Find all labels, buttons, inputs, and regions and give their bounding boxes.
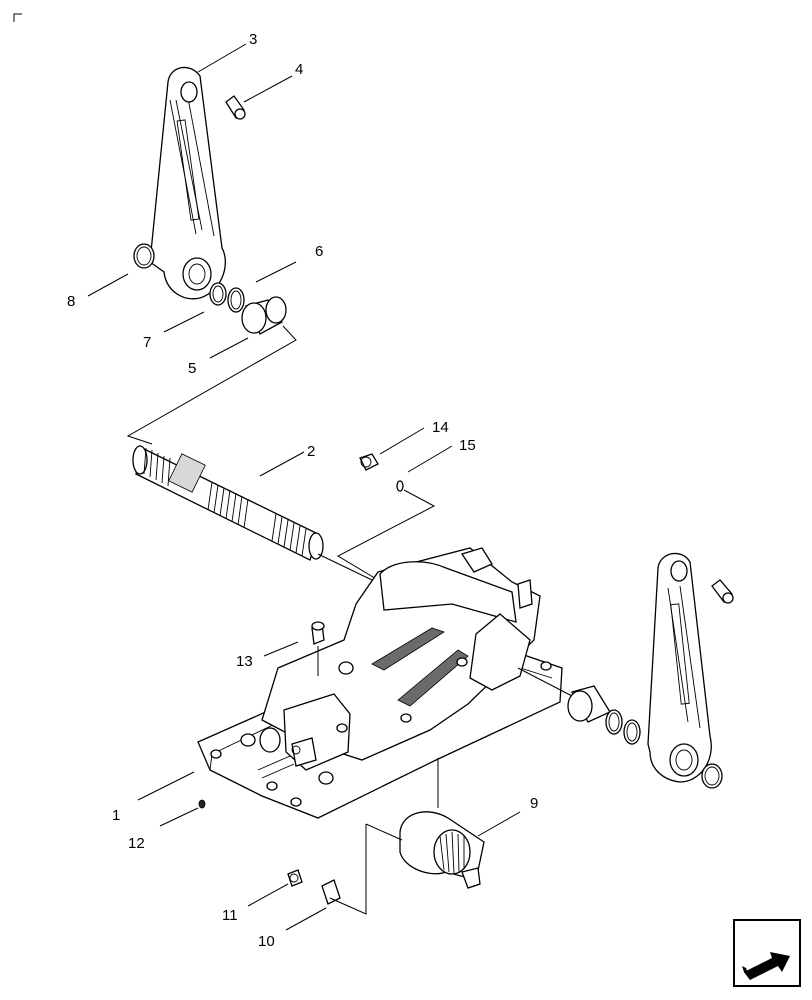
pin-right [711,579,734,604]
set-screw-13 [311,621,325,676]
callout-8: 8 [67,293,75,310]
screw-11 [287,869,303,887]
pin-4 [225,95,246,120]
snap-ring-8 [133,243,155,269]
rings-right [605,709,641,745]
callout-4: 4 [295,61,303,78]
callout-14: 14 [432,419,449,436]
cam-9 [399,811,485,889]
plug-14 [359,453,379,471]
callout-11: 11 [222,907,238,924]
lift-arm-left [149,66,226,300]
callout-3: 3 [249,31,257,48]
lift-housing-1 [197,547,563,819]
callout-1: 1 [112,807,120,824]
callout-12: 12 [128,835,145,852]
assembly-line-bracket [329,823,403,915]
assembly-line-upper [126,325,297,445]
callout-15: 15 [459,437,476,454]
callout-5: 5 [188,360,196,377]
callout-2: 2 [307,443,315,460]
callout-6: 6 [315,243,323,260]
dowel-12 [198,799,206,809]
o-ring-7 [209,282,227,306]
plate-10 [321,879,341,905]
next-page-arrow-icon[interactable] [733,919,801,987]
callout-13: 13 [236,653,253,670]
leader-lines [87,43,521,931]
callout-7: 7 [143,334,151,351]
o-ring-15 [396,480,404,492]
bushing-right [567,685,611,723]
assembly-line-plug [336,489,436,581]
splined-shaft-2 [132,445,324,561]
lift-arm-right [647,552,712,783]
callout-9: 9 [530,795,538,812]
snap-ring-right [701,763,723,789]
snap-ring-6 [227,287,245,313]
callout-10: 10 [258,933,275,950]
assembly-line-right [517,667,573,697]
bushing-5 [241,296,287,335]
corner-mark-icon [13,13,22,22]
assembly-line-shaft [317,553,373,581]
